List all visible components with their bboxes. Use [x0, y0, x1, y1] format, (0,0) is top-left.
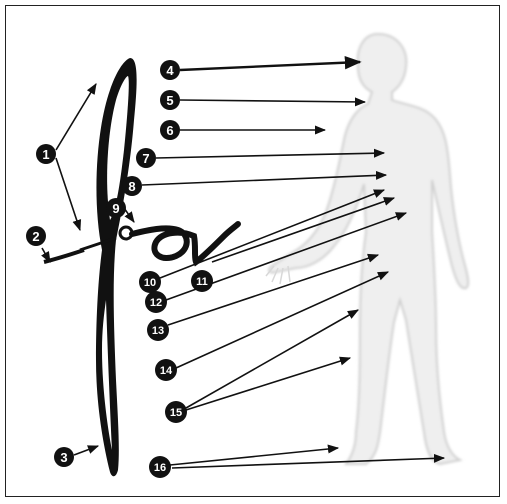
svg-text:2: 2 [32, 229, 39, 244]
badge-13: 13 [147, 319, 169, 341]
badge-7: 7 [136, 148, 156, 168]
badge-16: 16 [149, 456, 171, 478]
arrow-5 [180, 100, 365, 102]
svg-text:5: 5 [166, 93, 173, 108]
arrow-4 [180, 62, 360, 70]
human-silhouette [266, 34, 468, 464]
arrow-3 [74, 446, 98, 455]
badge-12: 12 [145, 291, 167, 313]
badge-10: 10 [139, 271, 161, 293]
svg-text:4: 4 [166, 63, 174, 78]
badge-11: 11 [191, 270, 213, 292]
svg-text:12: 12 [150, 297, 162, 309]
handwritten-letter-a [120, 224, 238, 262]
badge-2: 2 [26, 226, 46, 246]
handwritten-letter-f [44, 58, 137, 476]
svg-text:6: 6 [166, 123, 173, 138]
badge-5: 5 [160, 90, 180, 110]
badge-1: 1 [36, 144, 56, 164]
badge-6: 6 [160, 120, 180, 140]
svg-text:15: 15 [170, 407, 182, 419]
svg-text:9: 9 [112, 201, 119, 216]
svg-text:8: 8 [128, 179, 135, 194]
svg-text:14: 14 [160, 365, 173, 377]
badge-8: 8 [122, 176, 142, 196]
svg-text:11: 11 [196, 276, 208, 288]
svg-text:1: 1 [42, 147, 49, 162]
badge-9: 9 [106, 198, 126, 218]
svg-text:7: 7 [142, 151, 149, 166]
svg-text:10: 10 [144, 277, 156, 289]
arrow-15b [186, 358, 350, 410]
svg-text:13: 13 [152, 325, 164, 337]
svg-text:3: 3 [60, 450, 67, 465]
badge-4: 4 [160, 60, 180, 80]
badge-3: 3 [54, 447, 74, 467]
badge-14: 14 [155, 359, 177, 381]
arrow-16b [172, 458, 444, 468]
arrow-1b [56, 158, 80, 230]
badge-15: 15 [165, 401, 187, 423]
svg-text:16: 16 [154, 462, 166, 474]
arrow-1a [56, 84, 96, 150]
